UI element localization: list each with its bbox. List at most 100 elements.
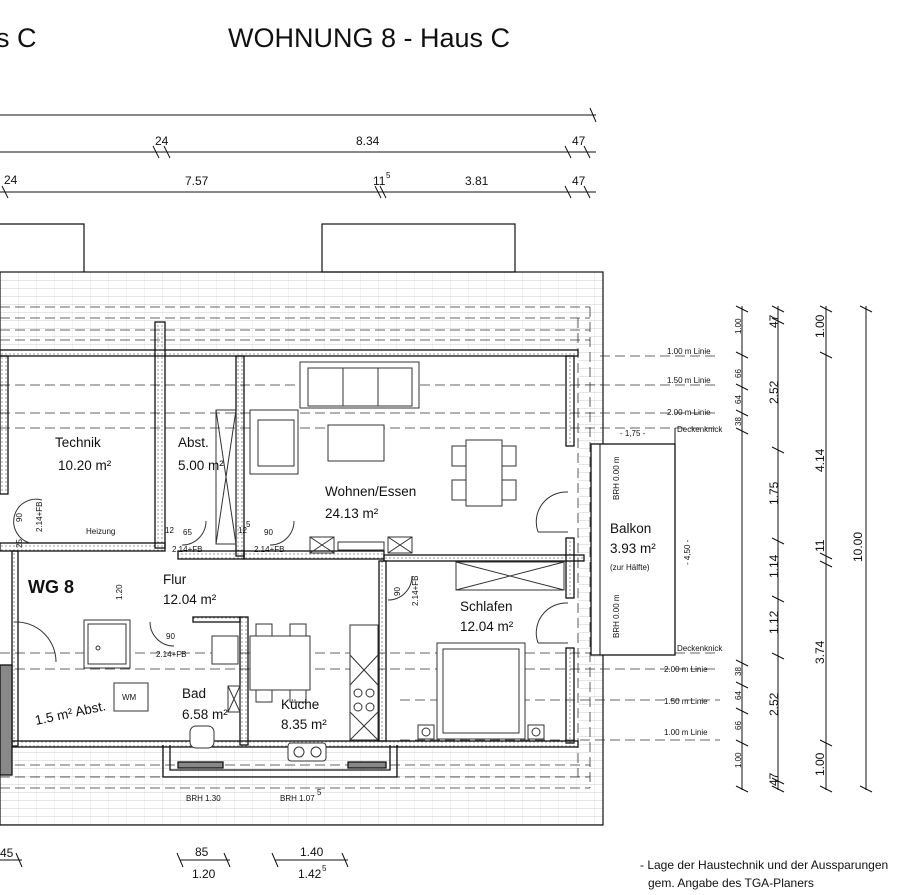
armchair — [249, 409, 299, 475]
dim-top-47: 47 — [572, 134, 586, 148]
top-dimensions — [0, 107, 597, 199]
room-abst-name: Abst. — [178, 435, 209, 450]
level-minus450: - 4,50 - — [683, 539, 692, 565]
room-balkon-name: Balkon — [610, 521, 651, 536]
dim-mid-11: 11 — [373, 174, 386, 188]
dim-mid-11-sup: 5 — [386, 171, 391, 180]
kitchen-furniture — [249, 623, 379, 762]
dim-r1-66b: 66 — [734, 721, 743, 730]
door-labels: 90 2.14+FB 25 12 65 2.14+FB 12 5 90 2.14… — [15, 502, 420, 659]
door1-25: 25 — [15, 539, 24, 548]
brh-0-bottom: BRH 0.00 m — [612, 594, 621, 638]
dim-top-834: 8.34 — [356, 134, 380, 148]
dormer-bottom — [162, 745, 398, 778]
dim-r3-100b: 1.00 — [813, 752, 827, 776]
dim-r3-100a: 1.00 — [813, 314, 827, 338]
room-wohnen-area: 24.13 m² — [325, 506, 379, 521]
room-abst-area: 5.00 m² — [178, 458, 224, 473]
dim-r1-100a: 1.00 — [734, 318, 743, 334]
dim-mid-381: 3.81 — [465, 174, 489, 188]
bed — [417, 642, 545, 740]
footnote-line1: - Lage der Haustechnik und der Aussparun… — [640, 858, 888, 872]
door-swings — [13, 491, 569, 663]
dim-bot-120: 1.20 — [192, 867, 216, 881]
level-top-100: 1.00 m Linie — [667, 347, 711, 356]
brh-130: BRH 1.30 — [186, 794, 221, 803]
door2-b: 65 — [183, 528, 192, 537]
dim-r2-112: 1.12 — [767, 610, 781, 634]
dim-r1-66: 66 — [734, 369, 743, 378]
dim-r3-414: 4.14 — [813, 448, 827, 472]
dormers-top — [0, 223, 516, 273]
page-title: WOHNUNG 8 - Haus C — [228, 23, 510, 53]
dim-r2-47a: 47 — [767, 314, 781, 328]
room-flur-area: 12.04 m² — [163, 592, 217, 607]
dim-r3-374: 3.74 — [813, 640, 827, 664]
dim-r2-114: 1.14 — [767, 554, 781, 578]
room-technik-note: Heizung — [86, 527, 115, 536]
level-bot-100: 1.00 m Linie — [664, 728, 708, 737]
door1-width: 90 — [15, 513, 24, 522]
dim-r1-38b: 38 — [734, 667, 743, 676]
door4-width: 90 — [166, 632, 175, 641]
room-technik-name: Technik — [55, 435, 101, 450]
dim-r2-175: 1.75 — [767, 481, 781, 505]
dim-120: 1.20 — [115, 584, 124, 600]
room-schlafen-area: 12.04 m² — [460, 619, 514, 634]
dim-r4-1000: 10.00 — [851, 532, 865, 562]
dim-bot-1425-sup: 5 — [322, 864, 327, 873]
door2-c: 2.14+FB — [172, 545, 202, 554]
door3-b: 5 — [246, 520, 251, 529]
room-schlafen-name: Schlafen — [460, 599, 513, 614]
right-dimensions — [735, 305, 873, 793]
dim-top-24: 24 — [155, 134, 169, 148]
level-labels: 1.00 m Linie 1.50 m Linie 2.00 m Linie D… — [186, 347, 723, 803]
brh-107: BRH 1.07 — [280, 794, 315, 803]
dim-mid-757: 7.57 — [185, 174, 209, 188]
room-kueche-name: Küche — [281, 697, 319, 712]
balcony-slab — [590, 443, 676, 656]
sofa — [299, 361, 420, 462]
room-kueche-area: 8.35 m² — [281, 717, 327, 732]
door1-height: 2.14+FB — [35, 502, 44, 532]
footnote-line2: gem. Angabe des TGA-Planers — [648, 876, 814, 890]
dim-bot-85: 85 — [195, 845, 209, 859]
room-balkon-note: (zur Hälfte) — [610, 563, 650, 572]
dim-r1-38: 38 — [734, 417, 743, 426]
dim-bot-45: 45 — [0, 846, 14, 860]
room-bad-area: 6.58 m² — [182, 707, 228, 722]
wm-label: WM — [122, 693, 137, 702]
brh-0-top: BRH 0.00 m — [612, 456, 621, 500]
shaft-symbols — [215, 409, 565, 713]
dim-bot-140: 1.40 — [300, 845, 324, 859]
level-top-150: 1.50 m Linie — [667, 376, 711, 385]
dim-r1-64b: 64 — [734, 691, 743, 700]
right-dim-labels: 1.00 66 64 38 38 64 66 1.00 47 2.52 1.75… — [734, 314, 865, 786]
door5-width: 90 — [393, 587, 402, 596]
dim-r3-11: 11 — [813, 539, 827, 552]
level-minus175: - 1,75 - — [620, 429, 646, 438]
level-top-200: 2.00 m Linie — [667, 408, 711, 417]
door2-a: 12 — [165, 526, 174, 535]
brh-107-sup: 5 — [317, 788, 322, 797]
room-labels: Technik 10.20 m² Heizung Abst. 5.00 m² W… — [28, 435, 656, 732]
door4-height: 2.14+FB — [156, 650, 186, 659]
room-flur-name: Flur — [163, 572, 187, 587]
dim-mid-24: 24 — [4, 173, 18, 187]
room-bad-name: Bad — [182, 686, 206, 701]
level-bot-200: 2.00 m Linie — [664, 665, 708, 674]
title-left-fragment: s C — [0, 23, 37, 53]
dim-bot-1425: 1.42 — [298, 867, 322, 881]
door3-d: 2.14+FB — [254, 545, 284, 554]
dim-mid-47: 47 — [572, 174, 586, 188]
dim-r2-47b: 47 — [767, 772, 781, 786]
door3-c: 90 — [264, 528, 273, 537]
deckenknick-top: Deckenknick — [677, 425, 723, 434]
door3-a: 12 — [238, 526, 247, 535]
room-balkon-area: 3.93 m² — [610, 541, 656, 556]
door5-height: 2.14+FB — [411, 576, 420, 606]
dim-r1-100b: 1.00 — [734, 752, 743, 768]
bottom-dimensions — [0, 852, 349, 868]
level-bot-150: 1.50 m Linie — [664, 697, 708, 706]
